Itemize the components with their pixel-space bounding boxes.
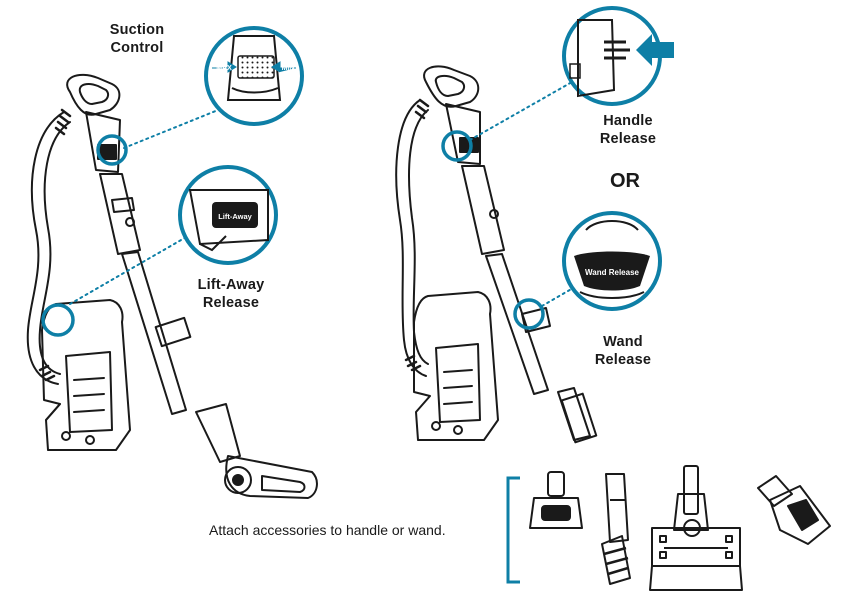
accessories-bracket bbox=[506, 476, 520, 584]
right-vacuum-illustration bbox=[395, 65, 598, 444]
marker-circles bbox=[41, 130, 545, 337]
lift-away-release-label: Lift-Away Release bbox=[197, 277, 265, 311]
accessory-crevice-brush-tool bbox=[601, 473, 631, 585]
handle-release-zoom bbox=[562, 6, 674, 106]
suction-min-label: MIN bbox=[282, 65, 295, 72]
suction-control-label: Suction Control bbox=[109, 22, 165, 56]
wand-release-zoom: Wand Release bbox=[562, 211, 662, 311]
suction-max-label: MAX bbox=[216, 65, 232, 72]
suction-control-zoom: MAX MIN bbox=[204, 26, 304, 126]
handle-release-label: Handle Release bbox=[599, 113, 657, 147]
accessories-caption: Attach accessories to handle or wand. bbox=[209, 522, 446, 538]
wand-release-button-label: Wand Release bbox=[585, 268, 639, 277]
or-label: OR bbox=[610, 170, 640, 192]
lift-away-button-label: Lift-Away bbox=[218, 212, 252, 221]
accessory-motorized-brush bbox=[529, 471, 583, 529]
accessory-pet-tool bbox=[757, 475, 831, 545]
accessory-floor-tool bbox=[649, 465, 743, 591]
callout-lines bbox=[69, 81, 581, 307]
wand-release-label: Wand Release bbox=[594, 334, 652, 368]
lift-away-release-zoom: Lift-Away bbox=[178, 165, 278, 265]
